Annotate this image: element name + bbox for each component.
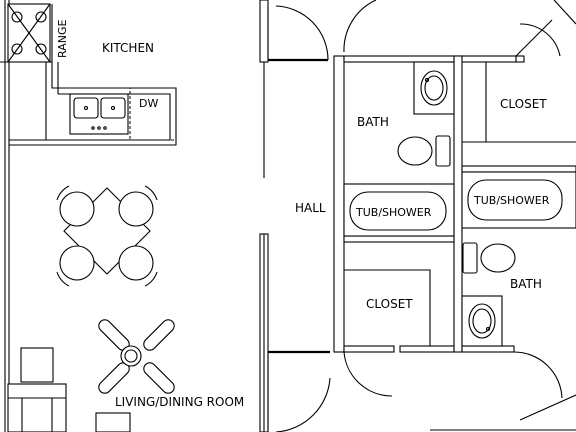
dining-chair <box>56 245 95 287</box>
bath-door-swings <box>343 0 563 399</box>
living-dining-label: LIVING/DINING ROOM <box>115 395 244 409</box>
upper-right-door-fragment <box>553 0 576 25</box>
dishwasher <box>129 87 177 141</box>
lower-right-fragment <box>430 394 576 431</box>
dishwasher-label: DW <box>139 97 158 110</box>
closet-upper-right-shelf <box>462 62 576 143</box>
toilet-lower <box>462 242 516 274</box>
range-label: RANGE <box>56 20 69 58</box>
hall-door-lower <box>267 350 331 432</box>
tub-shower-right-label: TUB/SHOWER <box>473 194 550 207</box>
left-exterior-wall <box>4 0 10 432</box>
tub-shower-left <box>343 183 455 237</box>
ceiling-fan-icon <box>98 319 175 394</box>
hall-label: HALL <box>295 201 326 215</box>
coffee-table <box>95 412 131 432</box>
closet-lower-label: CLOSET <box>366 297 413 311</box>
living-hall-wall <box>259 0 269 432</box>
bath-sink-upper <box>413 61 455 115</box>
bath-lower-label: BATH <box>510 277 542 291</box>
tub-shower-right <box>461 171 576 229</box>
bath-sink-lower <box>461 295 503 347</box>
tub-shower-left-label: TUB/SHOWER <box>355 206 432 219</box>
dining-chair <box>118 245 158 287</box>
closet-upper-right-label: CLOSET <box>500 97 547 111</box>
sink-icon <box>69 93 129 135</box>
hall-door-upper <box>267 5 329 62</box>
bath-upper-label: BATH <box>357 115 389 129</box>
toilet-upper <box>397 135 451 167</box>
dining-chair <box>56 185 95 227</box>
dining-chair <box>118 185 158 227</box>
kitchen-label: KITCHEN <box>102 41 154 55</box>
range <box>7 3 53 63</box>
side-table <box>20 347 54 383</box>
closet-lower-shelf <box>344 269 431 346</box>
armchair <box>7 383 67 432</box>
